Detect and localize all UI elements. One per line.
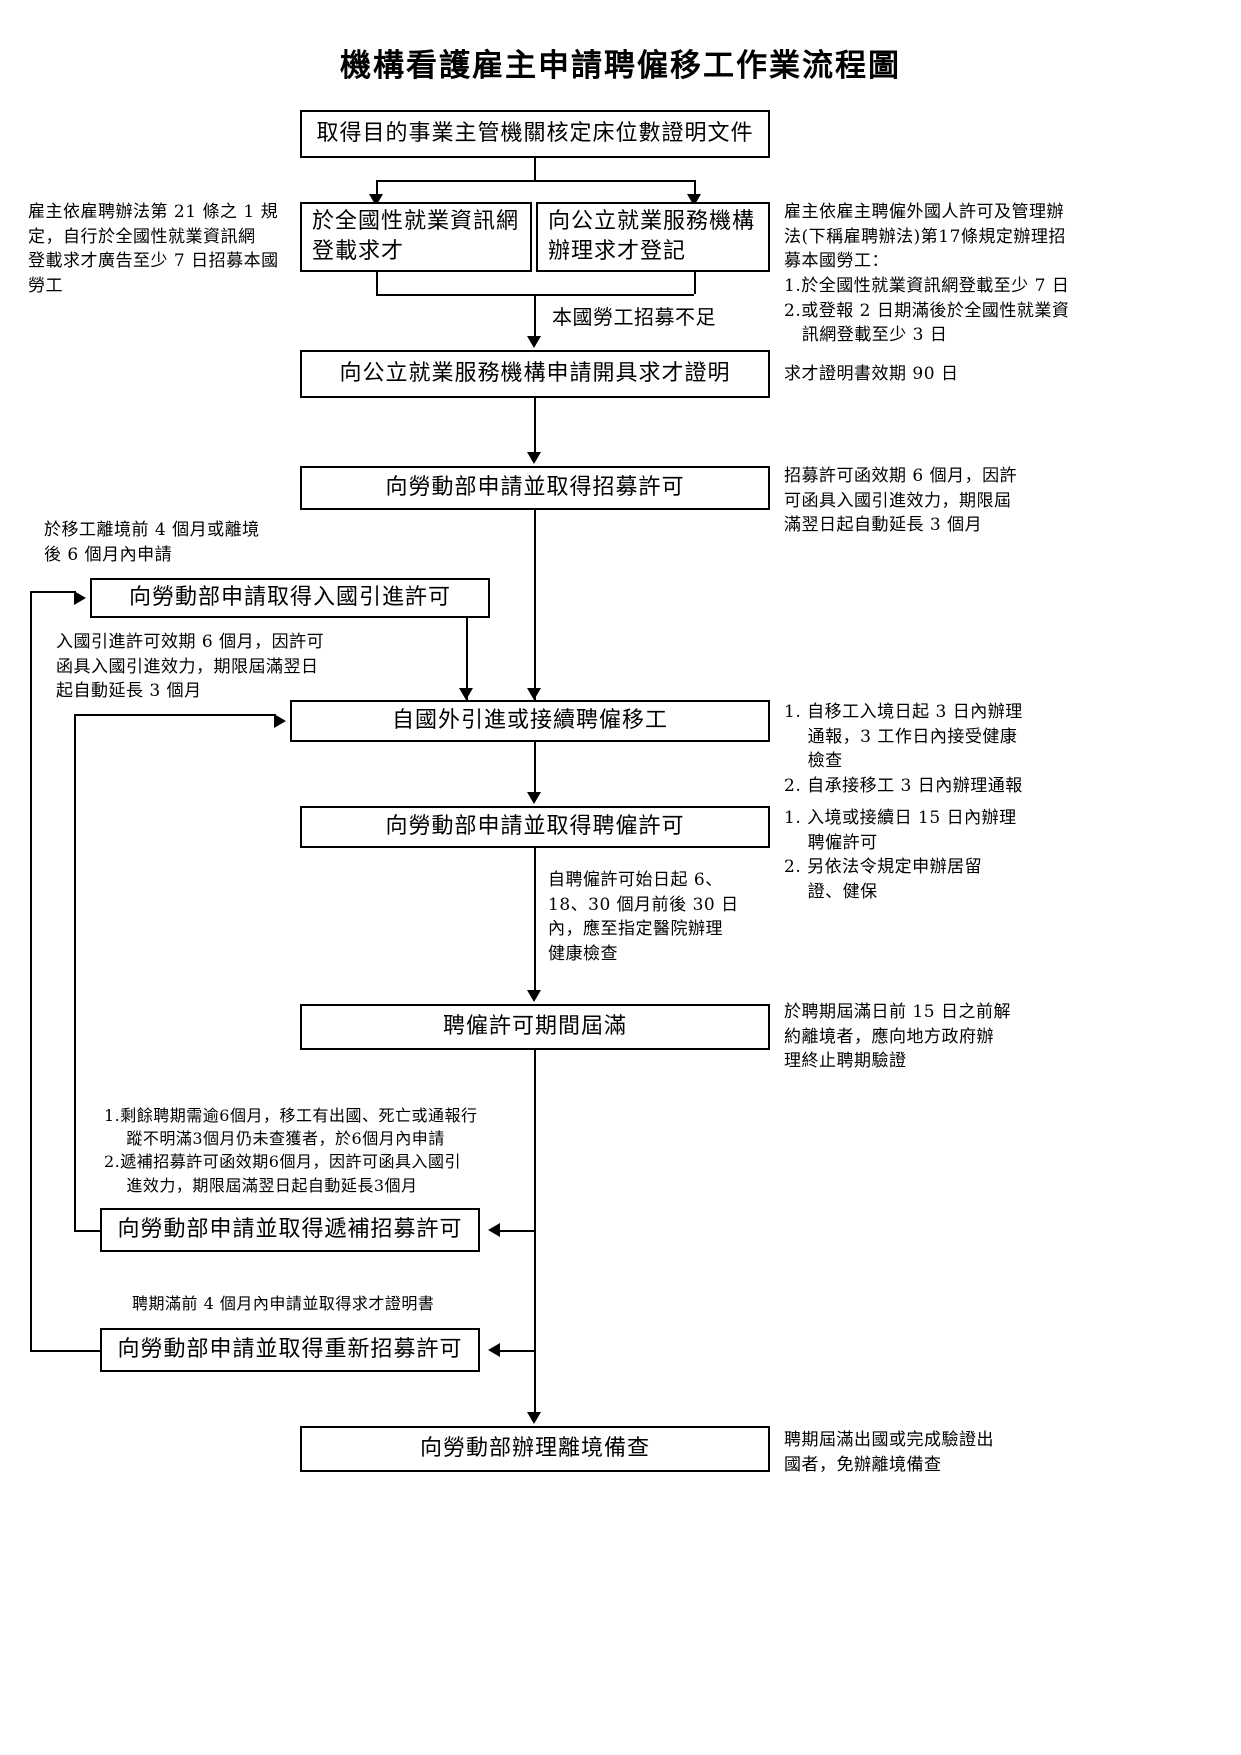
connector-n3-to-n4 bbox=[534, 398, 536, 460]
connector-to-n9 bbox=[500, 1230, 534, 1232]
arrow-into-n9 bbox=[488, 1223, 500, 1237]
node-obtain-renewed-recruitment-permit[interactable]: 向勞動部申請並取得重新招募許可 bbox=[100, 1328, 480, 1372]
connector-n1-split bbox=[376, 180, 694, 182]
node-label: 向勞動部申請取得入國引進許可 bbox=[128, 585, 451, 611]
note-left-article-21: 雇主依雇聘辦法第 21 條之 1 規 定，自行於全國性就業資訊網 登載求才廣告至… bbox=[28, 202, 279, 296]
connector-n1-stem bbox=[534, 158, 536, 180]
connector-n2b-drop bbox=[694, 180, 696, 202]
node-obtain-employment-permit[interactable]: 向勞動部申請並取得聘僱許可 bbox=[300, 806, 770, 848]
arrow-to-n4 bbox=[527, 452, 541, 464]
node-departure-record-filing[interactable]: 向勞動部辦理離境備查 bbox=[300, 1426, 770, 1472]
connector-n10-feedback-up bbox=[30, 591, 32, 1350]
note-right-article-17: 雇主依雇主聘僱外國人許可及管理辦 法(下稱雇聘辦法)第17條規定辦理招 募本國勞… bbox=[784, 202, 1070, 346]
node-label: 向公立就業服務機構申請開具求才證明 bbox=[339, 361, 731, 387]
connector-n4-out bbox=[534, 510, 536, 700]
node-register-public-employment-service[interactable]: 向公立就業服務機構辦理求才登記 bbox=[536, 202, 770, 272]
node-obtain-replacement-recruitment-permit[interactable]: 向勞動部申請並取得遞補招募許可 bbox=[100, 1208, 480, 1252]
arrow-into-n5 bbox=[74, 591, 86, 605]
arrow-to-n8 bbox=[527, 990, 541, 1002]
page-title: 機構看護雇主申請聘僱移工作業流程圖 bbox=[340, 48, 901, 84]
connector-n2a-drop bbox=[376, 180, 378, 202]
connector-n8-out bbox=[534, 1050, 536, 1420]
note-entry-permit-validity: 入國引進許可效期 6 個月，因許可 函具入國引進效力，期限屆滿翌日 起自動延長 … bbox=[56, 632, 325, 702]
connector-n2a-out bbox=[376, 272, 378, 294]
connector-n2b-out bbox=[694, 272, 696, 294]
arrow-to-n6-from-n4 bbox=[527, 688, 541, 700]
connector-merge-to-n3 bbox=[534, 294, 536, 344]
note-apply-before-departure: 於移工離境前 4 個月或離境 後 6 個月內申請 bbox=[44, 520, 260, 565]
connector-n9-feedback-up bbox=[74, 714, 76, 1230]
note-certificate-validity: 求才證明書效期 90 日 bbox=[784, 364, 959, 384]
note-exempt-departure-filing: 聘期屆滿出國或完成驗證出 國者，免辦離境備查 bbox=[784, 1430, 994, 1475]
node-label: 向勞動部申請並取得招募許可 bbox=[385, 475, 685, 501]
arrow-n5-to-n6 bbox=[459, 688, 473, 700]
note-periodic-health-check: 自聘僱許可始日起 6、 18、30 個月前後 30 日 內，應至指定醫院辦理 健… bbox=[548, 870, 739, 964]
node-obtain-recruitment-permit[interactable]: 向勞動部申請並取得招募許可 bbox=[300, 466, 770, 510]
note-recruitment-permit-validity: 招募許可函效期 6 個月，因許 可函具入國引進效力，期限屆 滿翌日起自動延長 3… bbox=[784, 466, 1018, 536]
note-report-and-health-check: 1. 自移工入境日起 3 日內辦理 通報，3 工作日內接受健康 檢查 2. 自承… bbox=[784, 702, 1023, 796]
connector-n9-feedback-left bbox=[74, 1230, 102, 1232]
node-post-job-national-site[interactable]: 於全國性就業資訊網登載求才 bbox=[300, 202, 532, 272]
node-label: 向勞動部申請並取得重新招募許可 bbox=[117, 1337, 463, 1363]
node-employment-permit-expires[interactable]: 聘僱許可期間屆滿 bbox=[300, 1004, 770, 1050]
node-label: 向勞動部申請並取得聘僱許可 bbox=[385, 814, 685, 840]
arrow-into-n6-feedback bbox=[274, 714, 286, 728]
connector-n7-to-n8 bbox=[534, 848, 536, 998]
connector-to-n10 bbox=[500, 1350, 534, 1352]
arrow-to-n7 bbox=[527, 792, 541, 804]
note-replacement-conditions: 1.剩餘聘期需逾6個月，移工有出國、死亡或通報行 蹤不明滿3個月仍未查獲者，於6… bbox=[104, 1106, 478, 1195]
node-bed-count-certificate[interactable]: 取得目的事業主管機關核定床位數證明文件 bbox=[300, 110, 770, 158]
note-terminate-verification: 於聘期屆滿日前 15 日之前解 約離境者，應向地方政府辦 理終止聘期驗證 bbox=[784, 1002, 1011, 1072]
node-label: 自國外引進或接續聘僱移工 bbox=[391, 708, 668, 734]
node-label: 聘僱許可期間屆滿 bbox=[442, 1014, 627, 1040]
node-label: 向勞動部辦理離境備查 bbox=[419, 1436, 650, 1462]
arrow-to-n3 bbox=[527, 336, 541, 348]
node-apply-recruitment-certificate[interactable]: 向公立就業服務機構申請開具求才證明 bbox=[300, 350, 770, 398]
edge-label-shortage: 本國勞工招募不足 bbox=[552, 305, 716, 329]
node-obtain-entry-permit[interactable]: 向勞動部申請取得入國引進許可 bbox=[90, 578, 490, 618]
node-label: 向公立就業服務機構辦理求才登記 bbox=[548, 209, 756, 264]
connector-n10-feedback-top bbox=[30, 591, 76, 593]
node-label: 於全國性就業資訊網登載求才 bbox=[312, 209, 520, 264]
node-label: 取得目的事業主管機關核定床位數證明文件 bbox=[316, 121, 754, 147]
connector-n10-feedback-left bbox=[30, 1350, 102, 1352]
node-label: 向勞動部申請並取得遞補招募許可 bbox=[117, 1217, 463, 1243]
note-renewal-certificate: 聘期滿前 4 個月內申請並取得求才證明書 bbox=[132, 1294, 435, 1313]
node-introduce-or-transfer-worker[interactable]: 自國外引進或接續聘僱移工 bbox=[290, 700, 770, 742]
arrow-to-n11 bbox=[527, 1412, 541, 1424]
connector-n6-to-n7 bbox=[534, 742, 536, 800]
connector-n5-out bbox=[466, 618, 468, 700]
arrow-into-n10 bbox=[488, 1343, 500, 1357]
connector-n9-feedback-top bbox=[74, 714, 276, 716]
note-employment-permit-deadline: 1. 入境或接續日 15 日內辦理 聘僱許可 2. 另依法令規定申辦居留 證、健… bbox=[784, 808, 1017, 902]
